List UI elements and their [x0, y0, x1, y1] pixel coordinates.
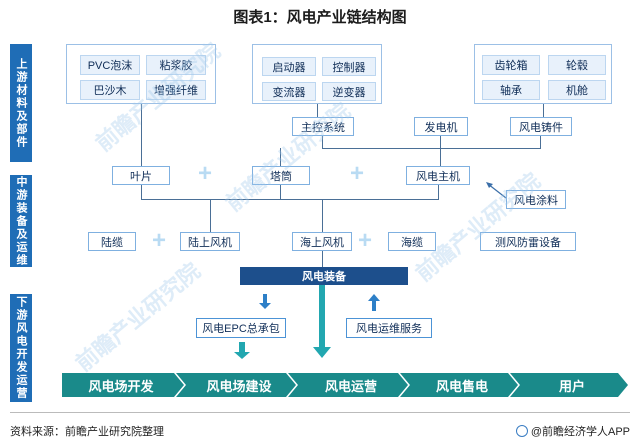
connector-line [317, 104, 318, 117]
plus-icon: + [198, 160, 213, 187]
main-down-arrow-icon [313, 285, 331, 358]
stage-label-upstream: 上游材料及部件 [10, 44, 32, 162]
equipment-submarine-cable: 海缆 [388, 232, 436, 251]
footer-brand-text: @前瞻经济学人APP [530, 426, 630, 438]
connector-line [210, 199, 211, 232]
down-arrow-icon [259, 294, 271, 309]
plus-icon: + [350, 160, 365, 187]
material-adhesive: 粘浆胶 [146, 55, 206, 75]
part-hub: 轮毂 [548, 55, 606, 75]
equipment-land-cable: 陆缆 [88, 232, 136, 251]
material-pvc-foam: PVC泡沫 [80, 55, 140, 75]
up-arrow-icon [368, 294, 380, 311]
connector-line [322, 148, 541, 149]
part-inverter: 逆变器 [322, 82, 376, 101]
connector-line [543, 104, 544, 117]
equipment-onshore-turbine: 陆上风机 [180, 232, 240, 251]
plus-icon: + [152, 227, 167, 254]
epc-box: 风电EPC总承包 [196, 318, 286, 338]
system-castings: 风电铸件 [510, 117, 572, 136]
coating-box: 风电涂料 [506, 190, 566, 209]
ops-service-box: 风电运维服务 [346, 318, 432, 338]
equipment-offshore-turbine: 海上风机 [292, 232, 352, 251]
connector-line [322, 136, 323, 148]
connector-line [322, 199, 323, 232]
component-turbine: 风电主机 [406, 166, 470, 185]
brand-logo-icon [515, 425, 528, 437]
connector-line [280, 185, 281, 199]
down-arrow-icon [234, 342, 250, 359]
connector-line [540, 136, 541, 148]
chain-step-wind-power-sales: 风电售电 [435, 378, 488, 394]
chain-step-wind-farm-development: 风电场开发 [88, 378, 154, 394]
stage-label-midstream: 中游装备及运维 [10, 175, 32, 267]
footer-brand: @前瞻经济学人APP [515, 423, 630, 439]
footer-source: 资料来源：前瞻产业研究院整理 [10, 426, 164, 438]
watermark: 前瞻产业研究院 [70, 258, 205, 377]
connector-line [141, 185, 142, 199]
part-starter: 启动器 [262, 57, 316, 76]
component-tower: 塔筒 [252, 166, 310, 185]
connector-line [438, 185, 439, 199]
connector-line [141, 199, 439, 200]
stage-label-downstream: 下游风电开发运营 [10, 294, 32, 402]
part-converter: 变流器 [262, 82, 316, 101]
assembly-bar: 风电装备 [240, 267, 408, 285]
equipment-wind-lightning: 测风防雷设备 [480, 232, 576, 251]
value-chain-arrows [62, 373, 628, 397]
footer-divider [10, 412, 630, 413]
part-nacelle: 机舱 [548, 80, 606, 100]
system-generator: 发电机 [414, 117, 468, 136]
part-bearing: 轴承 [482, 80, 540, 100]
connector-line [141, 104, 142, 166]
chain-step-user: 用户 [558, 378, 585, 394]
page-title: 图表1：风电产业链结构图 [233, 9, 407, 26]
chain-step-wind-operation: 风电运营 [324, 378, 377, 394]
material-balsa: 巴沙木 [80, 80, 140, 100]
component-blade: 叶片 [112, 166, 170, 185]
connector-line [440, 136, 441, 166]
connector-line [280, 148, 281, 166]
plus-icon: + [358, 227, 373, 254]
part-controller: 控制器 [322, 57, 376, 76]
system-main-control: 主控系统 [292, 117, 354, 136]
chain-step-wind-farm-construction: 风电场建设 [206, 378, 272, 394]
connector-line [322, 251, 323, 267]
material-fiber: 增强纤维 [146, 80, 206, 100]
part-gearbox: 齿轮箱 [482, 55, 540, 75]
arrow-icon [486, 182, 507, 199]
